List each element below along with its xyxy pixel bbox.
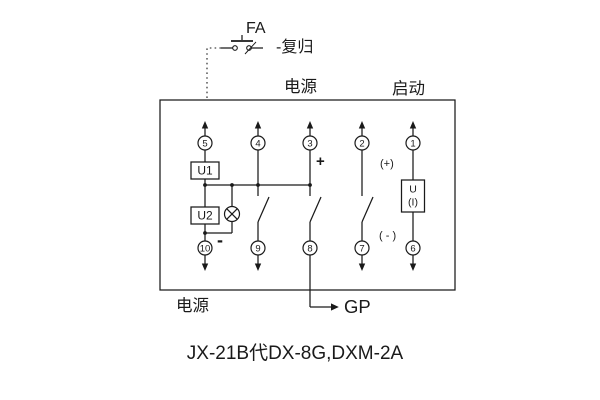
svg-text:10: 10 (200, 243, 211, 254)
label-plus: + (316, 153, 325, 170)
terminal-10: 10 (197, 240, 213, 271)
button-contact-left (232, 45, 238, 51)
svg-text:3: 3 (307, 138, 312, 149)
terminal-1: 1 (405, 121, 421, 151)
terminal-2: 2 (354, 121, 370, 151)
svg-text:U1: U1 (197, 164, 213, 178)
label-plus-paren: (+) (380, 158, 394, 170)
svg-text:1: 1 (410, 138, 415, 149)
svg-text:6: 6 (410, 243, 415, 254)
terminal-6: 6 (405, 240, 421, 271)
relay-element-u1: U1 (190, 161, 220, 180)
contact-2-7 (361, 150, 374, 241)
label-minus: - (217, 230, 223, 250)
svg-text:4: 4 (255, 138, 260, 149)
reset-label: -复归 (276, 38, 313, 56)
relay-element-u2: U2 (190, 206, 220, 225)
caption: JX-21B代DX-8G,DXM-2A (187, 342, 404, 364)
button-actuator-slash (244, 41, 257, 55)
internal-wiring (203, 150, 414, 241)
measuring-element-ui: U (I) (400, 179, 426, 213)
svg-text:U2: U2 (197, 209, 213, 223)
top-terminals: 5 4 3 2 1 (197, 121, 421, 151)
svg-text:U: U (409, 184, 417, 196)
label-minus-paren: ( - ) (379, 230, 396, 242)
fa-label: FA (246, 20, 266, 37)
svg-text:2: 2 (359, 138, 364, 149)
svg-text:5: 5 (202, 138, 207, 149)
linkage-dotted-line (206, 47, 221, 99)
gp-lead: GP (309, 255, 371, 317)
terminal-4: 4 (250, 121, 266, 151)
contact-4-9 (257, 150, 270, 241)
fa-reset-button: FA -复归 (221, 20, 313, 56)
label-power-top: 电源 (284, 77, 317, 96)
svg-text:9: 9 (255, 243, 260, 254)
contact-3-8 (309, 150, 322, 241)
svg-text:(I): (I) (408, 197, 418, 209)
svg-text:8: 8 (307, 243, 312, 254)
terminal-5: 5 (197, 121, 213, 151)
terminal-3: 3 (302, 121, 318, 151)
terminal-8: 8 (302, 240, 318, 256)
label-power-bottom: 电源 (176, 296, 209, 315)
label-start: 启动 (392, 79, 425, 98)
lamp-icon (223, 205, 241, 223)
label-gp: GP (344, 296, 371, 317)
svg-text:7: 7 (359, 243, 364, 254)
